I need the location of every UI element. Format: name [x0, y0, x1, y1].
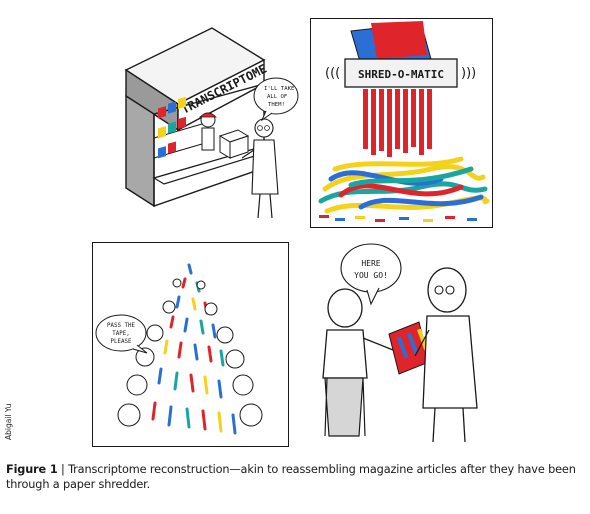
reassembly-speech-line-1: PASS THE: [107, 323, 135, 329]
scattered-strips: [151, 263, 237, 435]
stall-speech-line-3: THEM!: [268, 102, 285, 108]
shredder-drawing: SHRED-O-MATIC ((( ))): [318, 21, 490, 222]
stall-speech-line-1: I'LL TAKE: [264, 86, 295, 92]
shred-strips: [363, 89, 432, 157]
svg-text:))): ))): [461, 66, 476, 81]
figure-caption: Figure 1 | Transcriptome reconstruction—…: [6, 462, 580, 492]
handover-illustration: HERE YOU GO!: [297, 238, 497, 448]
floor-confetti: [319, 215, 477, 222]
handover-drawing: HERE YOU GO!: [322, 243, 478, 443]
reassembly-speech-line-3: PLEASE: [111, 339, 132, 345]
stall-drawing: TRANSCRIPTOME: [124, 27, 299, 219]
transcriptome-stall-illustration: TRANSCRIPTOME: [92, 18, 306, 228]
stall-speech-line-2: ALL OF: [267, 94, 288, 100]
workers: [117, 278, 263, 427]
illustrator-credit: Abigail Yu: [4, 403, 13, 440]
reassembly-speech-line-2: TAPE,: [112, 331, 129, 337]
handover-speech-line-1: HERE: [361, 259, 380, 268]
reassembly-illustration: PASS THE TAPE, PLEASE: [92, 242, 289, 447]
shredder-illustration: SHRED-O-MATIC ((( ))): [310, 18, 493, 228]
handover-speech-line-2: YOU GO!: [354, 271, 388, 280]
figure-label: Figure 1: [6, 463, 58, 476]
caption-text: Transcriptome reconstruction—akin to rea…: [6, 463, 576, 491]
shred-pile: [318, 156, 490, 214]
shredder-label: SHRED-O-MATIC: [358, 68, 444, 81]
reassembly-drawing: PASS THE TAPE, PLEASE: [95, 263, 263, 435]
svg-text:(((: (((: [325, 66, 340, 81]
caption-separator: |: [57, 463, 69, 476]
